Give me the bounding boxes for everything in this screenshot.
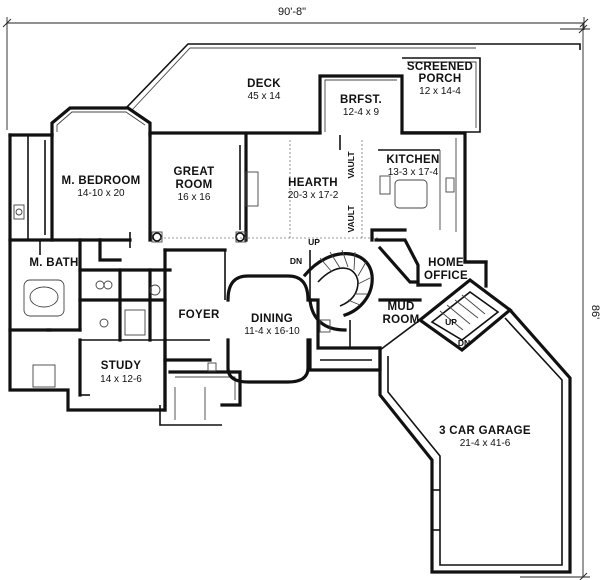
vault-label-lower: VAULT	[346, 205, 356, 233]
room-mud-room: MUD ROOM	[383, 301, 420, 326]
deck-name: DECK	[247, 78, 281, 90]
room-breakfast: BRFST. 12-4 x 9	[340, 94, 382, 118]
vault-label-upper: VAULT	[346, 151, 356, 179]
hall-bath-walls	[78, 238, 172, 362]
room-foyer: FOYER	[178, 309, 220, 321]
screened-porch-size: 12 x 14-4	[419, 86, 461, 97]
rear-stair-up-label: UP	[445, 317, 457, 327]
kitchen-size: 13-3 x 17-4	[388, 167, 439, 178]
great-room-name-2: ROOM	[176, 179, 213, 191]
room-master-bedroom: M. BEDROOM 14-10 x 20	[61, 175, 140, 199]
home-office-name-1: HOME	[428, 257, 464, 269]
master-bath-name: M. BATH	[29, 257, 78, 269]
dining-walls	[224, 250, 311, 384]
breakfast-walls	[318, 74, 404, 134]
hearth-name: HEARTH	[288, 177, 338, 189]
rear-stair-dn-label: DN	[458, 338, 470, 348]
room-deck: DECK 45 x 14	[247, 78, 281, 102]
bedroom-greatroom-walls	[98, 133, 163, 248]
stair-dn-label: DN	[290, 256, 302, 266]
breakfast-name: BRFST.	[340, 94, 382, 106]
great-room-name-1: GREAT	[174, 166, 215, 178]
deck-outline	[125, 43, 581, 133]
depth-dimension-label: 86'	[589, 305, 600, 319]
foyer-name: FOYER	[178, 309, 220, 321]
screened-porch-name-2: PORCH	[418, 73, 461, 85]
great-room-hearth-walls	[160, 133, 380, 243]
garage-walls	[378, 307, 572, 574]
room-hearth: HEARTH 20-3 x 17-2	[288, 177, 339, 201]
home-office-walls	[374, 238, 488, 288]
study-name: STUDY	[101, 360, 142, 372]
master-bedroom-size: 14-10 x 20	[77, 188, 125, 199]
kitchen-name: KITCHEN	[386, 154, 439, 166]
mud-room-name-1: MUD	[387, 301, 414, 313]
room-garage: 3 CAR GARAGE 21-4 x 41-6	[439, 425, 531, 449]
study-walls	[78, 338, 167, 412]
foyer-walls	[159, 248, 242, 426]
stair-up-label: UP	[308, 237, 320, 247]
room-kitchen: KITCHEN 13-3 x 17-4	[386, 154, 439, 178]
room-study: STUDY 14 x 12-6	[100, 360, 142, 385]
room-master-bath: M. BATH	[29, 257, 78, 269]
main-stair	[302, 249, 374, 332]
width-dimension-line	[2, 17, 589, 130]
room-home-office: HOME OFFICE	[424, 257, 468, 282]
master-suite-walls	[8, 133, 102, 390]
home-office-name-2: OFFICE	[424, 270, 468, 282]
screened-porch-name-1: SCREENED	[407, 61, 473, 73]
study-size: 14 x 12-6	[100, 374, 142, 385]
width-dimension-label: 90'-8"	[278, 6, 306, 18]
dining-size: 11-4 x 16-10	[244, 326, 300, 337]
master-bedroom-name: M. BEDROOM	[61, 175, 140, 187]
room-screened-porch: SCREENED PORCH 12 x 14-4	[407, 61, 473, 97]
hearth-size: 20-3 x 17-2	[288, 190, 339, 201]
great-room-size: 16 x 16	[178, 192, 211, 203]
room-dining: DINING 11-4 x 16-10	[244, 313, 300, 337]
garage-size: 21-4 x 41-6	[460, 438, 511, 449]
garage-name: 3 CAR GARAGE	[439, 425, 531, 437]
deck-size: 45 x 14	[248, 91, 281, 102]
breakfast-size: 12-4 x 9	[343, 107, 380, 118]
dining-name: DINING	[251, 313, 293, 325]
mud-room-name-2: ROOM	[383, 314, 420, 326]
master-bedroom-walls	[50, 106, 152, 137]
room-great-room: GREAT ROOM 16 x 16	[174, 166, 215, 203]
depth-dimension-line	[520, 23, 590, 580]
kitchen-walls	[370, 138, 457, 242]
